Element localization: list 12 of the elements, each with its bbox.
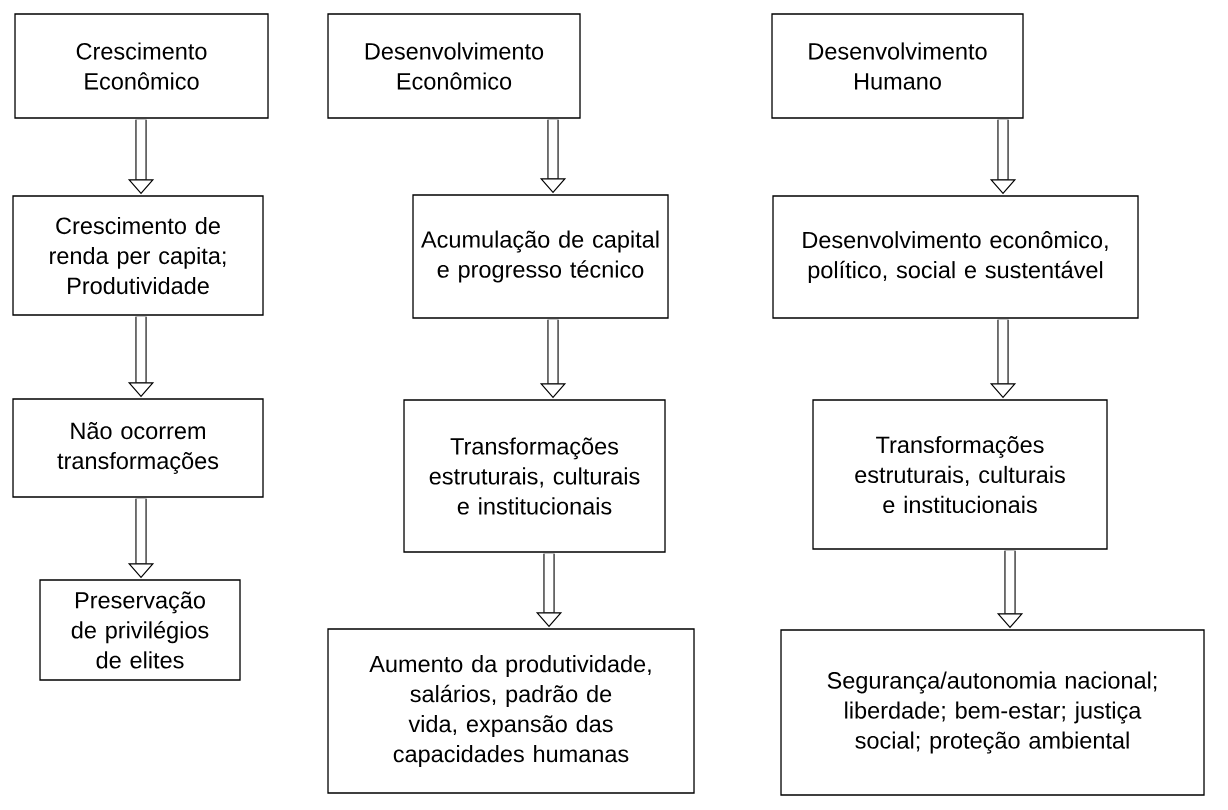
process-box: Não ocorrem transformações (12, 398, 264, 498)
process-box: Aumento da produtividade, salários, padrão de vida, expansão das capacidades humanas (327, 628, 695, 794)
process-box: Segurança/autonomia nacional; liberdade; bem-estar; justiça social; proteção ambiental (780, 629, 1205, 796)
process-box: Transformações estruturais, culturais e institucionais (403, 399, 666, 553)
process-box: Crescimento de renda per capita; Produtividade (12, 195, 264, 316)
process-box: Desenvolvimento Humano (771, 13, 1024, 119)
process-box: Preservação de privilégios de elites (39, 579, 241, 681)
process-box: Crescimento Econômico (14, 13, 269, 119)
process-box: Acumulação de capital e progresso técnico (412, 194, 669, 319)
process-box: Transformações estruturais, culturais e institucionais (812, 399, 1108, 550)
process-box: Desenvolvimento Econômico (327, 13, 581, 119)
process-box: Desenvolvimento econômico, político, social e sustentável (772, 195, 1139, 319)
